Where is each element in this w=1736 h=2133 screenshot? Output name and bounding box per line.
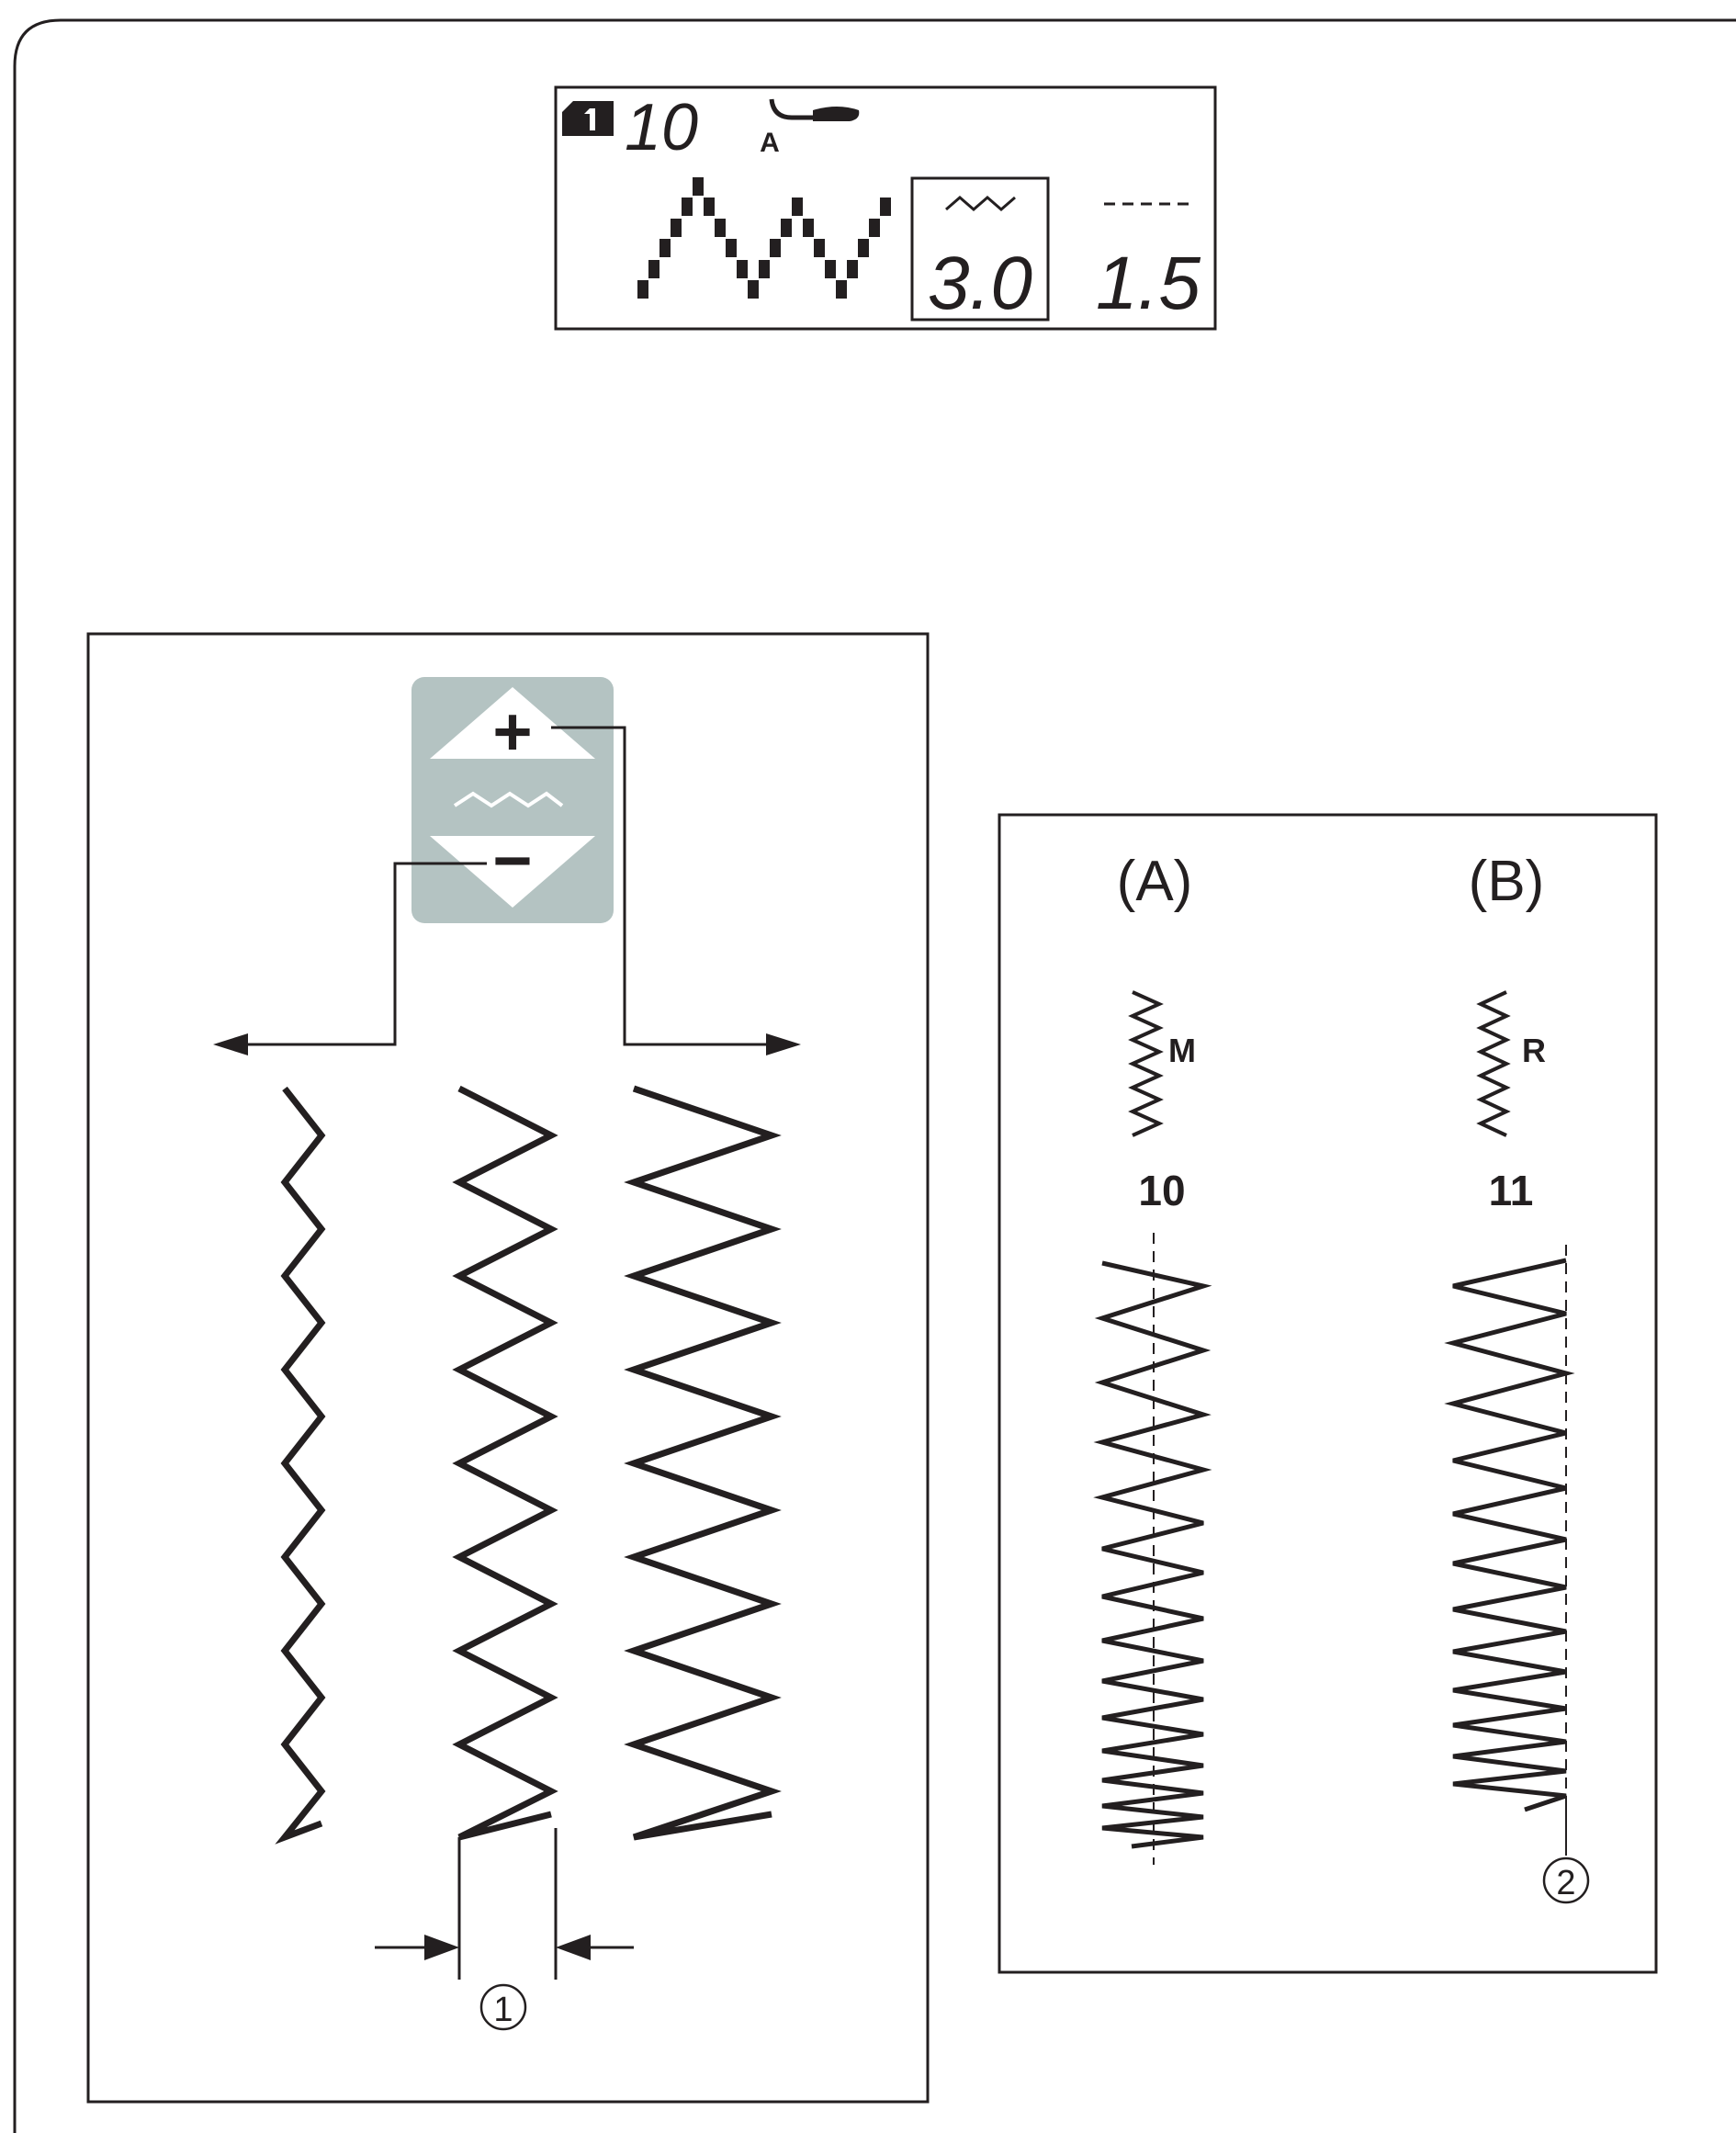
pattern-a-header: (A) [1117, 850, 1193, 913]
page-border [13, 18, 1736, 2133]
pattern-b-number: 11 [1489, 1167, 1534, 1214]
pattern-b-header: (B) [1469, 850, 1545, 913]
pattern-a-number: 10 [1138, 1167, 1185, 1214]
lcd-pattern-number: 10 [625, 91, 698, 164]
lcd-width-value: 3.0 [928, 242, 1032, 325]
pattern-a-stitch [1093, 1260, 1212, 1849]
arrow-left-icon [213, 1033, 248, 1055]
callout-2-circle [1542, 1856, 1590, 1904]
lcd-length-value: 1.5 [1096, 242, 1201, 325]
narrow-zigzag-stitch [275, 1086, 326, 1845]
right-panel-frame [998, 813, 1658, 1974]
lcd-mode-indicator-icon [562, 101, 614, 136]
pattern-b-stitch [1444, 1258, 1575, 1812]
wide-zigzag-stitch [624, 1085, 782, 1841]
arrow-right-icon [766, 1033, 801, 1055]
pattern-a-zigzag-icon [1128, 990, 1164, 1137]
presser-foot-icon [769, 98, 860, 121]
width-decrease-key[interactable] [430, 836, 595, 908]
callout-1-number: 1 [493, 1991, 513, 2029]
width-zigzag-icon [945, 196, 1016, 211]
minus-symbol: − [492, 822, 532, 898]
lcd-foot-letter: A [760, 128, 780, 158]
stitch-width-key[interactable]: + − [411, 677, 614, 923]
width-direction-arrows [243, 726, 772, 1046]
pattern-b-zigzag-icon [1476, 990, 1511, 1137]
medium-zigzag-stitch [452, 1085, 558, 1841]
width-dimension-marker [375, 1828, 634, 1980]
width-value-highlight [910, 176, 1050, 322]
callout-2-number: 2 [1556, 1864, 1575, 1902]
left-panel-frame [86, 632, 930, 2104]
width-key-zigzag-icon [453, 791, 564, 808]
lcd-stitch-pattern [637, 177, 891, 299]
callout-1-circle [479, 1983, 527, 2031]
width-adjustment-panel: + − 1 [86, 632, 930, 2104]
pattern-b-icon-letter: R [1522, 1032, 1546, 1069]
pattern-comparison-panel: (A) M 10 (B) R 11 2 [998, 813, 1658, 1974]
lcd-display: 10 A [554, 85, 1217, 331]
pattern-a-icon-letter: M [1168, 1032, 1196, 1069]
plus-symbol: + [492, 694, 532, 770]
width-increase-key[interactable] [430, 687, 595, 759]
